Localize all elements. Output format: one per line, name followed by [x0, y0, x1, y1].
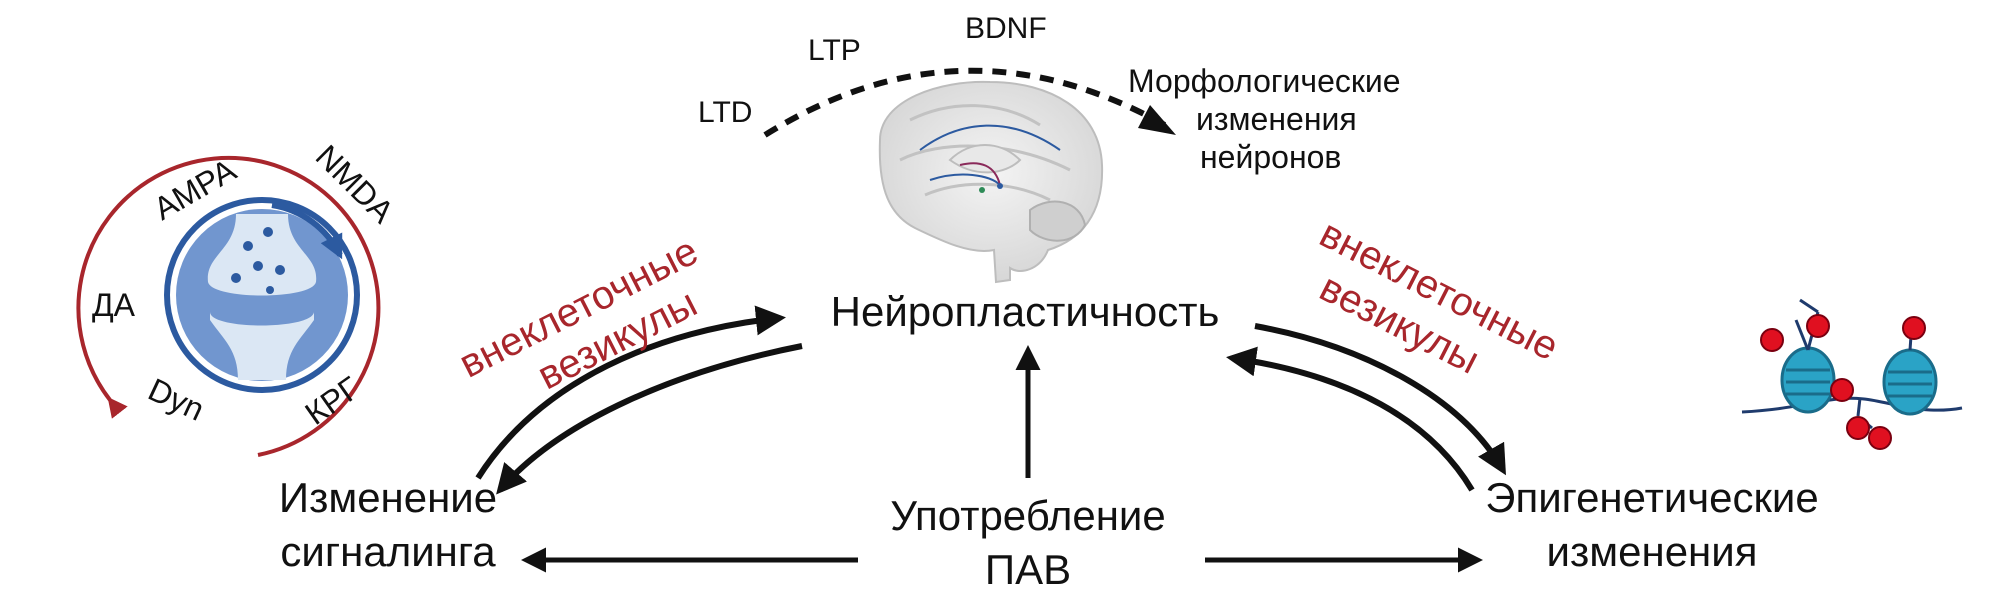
- synapse-inner-circle: [164, 197, 360, 393]
- arrow-signaling-to-neuroplasticity: [475, 305, 786, 480]
- brain-arc-group: LTD LTP BDNF Морфологические изменения н…: [698, 12, 1401, 175]
- methyl-group: [1868, 426, 1892, 450]
- methyl-group: [1846, 416, 1870, 440]
- label-substance-use-1: Употребление: [890, 492, 1166, 539]
- vesicles-left: внеклеточные везикулы: [452, 229, 705, 398]
- arrow-epigenetic-to-neuroplasticity: [1226, 346, 1475, 492]
- blue-arrow: [271, 202, 343, 260]
- label-substance-use-2: ПАВ: [985, 546, 1071, 593]
- dashed-arc-arrowhead: [1138, 105, 1176, 135]
- label-dyn: Dyn: [143, 371, 210, 428]
- label-signaling-2: сигналинга: [280, 528, 496, 575]
- methyl-group: [1830, 378, 1854, 402]
- label-morph-3: нейронов: [1200, 139, 1341, 175]
- label-morph-1: Морфологические: [1128, 63, 1401, 99]
- arrow-neuroplasticity-to-epigenetic: [1254, 323, 1506, 476]
- label-ltp: LTP: [808, 34, 861, 67]
- label-neuroplasticity: Нейропластичность: [831, 288, 1220, 335]
- label-nmda: NMDA: [309, 138, 402, 231]
- synapse-diagram: AMPA NMDA ДА Dyn КРГ: [76, 138, 402, 457]
- postsynaptic-terminal: [210, 312, 314, 380]
- methyl-group: [1760, 328, 1784, 352]
- nucleosome-right: [1882, 348, 1938, 416]
- label-bdnf: BDNF: [965, 12, 1047, 45]
- red-cycle-arrow: [76, 155, 381, 457]
- label-signaling-1: Изменение: [279, 474, 497, 521]
- histone-dna-icon: [1741, 298, 1963, 450]
- label-epigenetic-1: Эпигенетические: [1485, 474, 1818, 521]
- methyl-group: [1806, 314, 1830, 338]
- label-epigenetic-2: изменения: [1547, 528, 1758, 575]
- brain-illustration: [878, 80, 1104, 284]
- dashed-arc-arrow: [763, 67, 1172, 138]
- arrow-neuroplasticity-to-signaling: [496, 343, 803, 495]
- label-da: ДА: [92, 287, 136, 323]
- label-ltd: LTD: [698, 96, 752, 129]
- nucleosome-left: [1780, 346, 1836, 414]
- methyl-group: [1902, 316, 1926, 340]
- label-morph-2: изменения: [1196, 101, 1357, 137]
